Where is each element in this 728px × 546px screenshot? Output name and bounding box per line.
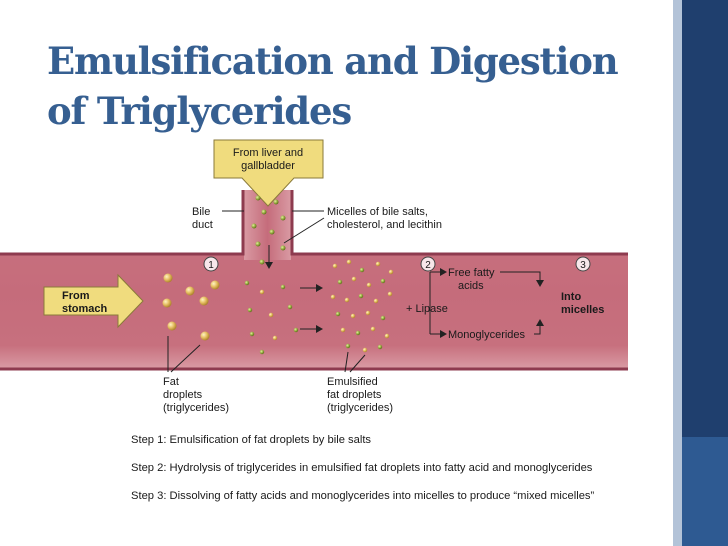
fat-droplet xyxy=(387,291,393,297)
micelle xyxy=(345,343,351,349)
slide-title-line-2: of Triglycerides xyxy=(47,89,352,133)
fat-droplet xyxy=(375,261,381,267)
micelle xyxy=(358,293,364,299)
lipase-label: + Lipase xyxy=(406,303,448,315)
gallbladder-label-line-1: From liver and xyxy=(233,147,303,159)
fat-droplet xyxy=(388,269,394,275)
fat-droplet xyxy=(330,294,336,300)
micelle xyxy=(259,349,265,355)
micelle xyxy=(355,330,361,336)
micelle xyxy=(247,307,253,313)
from-stomach-line-1: From xyxy=(62,290,90,302)
micelle xyxy=(269,229,275,235)
micelle xyxy=(380,315,386,321)
emulsified-line-3: (triglycerides) xyxy=(327,402,393,414)
fat-droplet xyxy=(163,273,173,283)
fat-droplet xyxy=(272,335,278,341)
micelle xyxy=(287,304,293,310)
micelle xyxy=(255,241,261,247)
fat-droplet xyxy=(162,298,172,308)
micelle xyxy=(244,280,250,286)
stomach-arrow-shape xyxy=(43,273,144,329)
to-micelles-path-top xyxy=(500,271,544,287)
fat-droplet xyxy=(350,313,356,319)
fat-droplet xyxy=(362,347,368,353)
intestine-wall-top xyxy=(0,190,628,256)
bile-duct-label-line-1: Bile xyxy=(192,206,210,218)
fat-droplet xyxy=(365,310,371,316)
fat-droplets-line-2: droplets xyxy=(163,389,203,401)
micelle xyxy=(280,284,286,290)
fat-droplet xyxy=(370,326,376,332)
fat-droplet xyxy=(332,263,338,269)
step-3-text: Step 3: Dissolving of fatty acids and mo… xyxy=(131,490,595,502)
micelle xyxy=(261,209,267,215)
step-marker-1: 1 xyxy=(203,256,219,272)
micelle xyxy=(280,215,286,221)
fat-droplet xyxy=(199,296,209,306)
bile-duct-label-line-2: duct xyxy=(192,219,213,231)
emulsified-pointer-b xyxy=(349,354,366,373)
micelle xyxy=(293,327,299,333)
sidebar-accent-light xyxy=(673,0,682,546)
step-2-text: Step 2: Hydrolysis of triglycerides in e… xyxy=(131,462,593,474)
fat-droplet xyxy=(384,333,390,339)
micelle xyxy=(273,199,279,205)
emulsified-pointer-a xyxy=(344,351,349,373)
free-fatty-acids-line-1: Free fatty xyxy=(448,267,495,279)
gallbladder-arrow-shape xyxy=(213,139,324,207)
emulsified-line-1: Emulsified xyxy=(327,376,378,388)
micelle xyxy=(380,278,386,284)
micelles-pointer-b xyxy=(283,217,325,244)
gallbladder-label-line-2: gallbladder xyxy=(241,160,295,172)
to-micelles-path-bottom xyxy=(534,319,544,335)
fat-droplet xyxy=(259,289,265,295)
micelle xyxy=(251,223,257,229)
fat-droplets-group xyxy=(162,273,220,341)
micelle xyxy=(335,311,341,317)
mixed-droplets-group xyxy=(244,280,299,355)
duct-micelles xyxy=(251,195,286,265)
fat-droplet xyxy=(340,327,346,333)
micelle xyxy=(259,259,265,265)
emulsified-droplets-group xyxy=(330,259,394,353)
fat-droplet xyxy=(366,282,372,288)
step-marker-3: 3 xyxy=(575,256,591,272)
fat-droplet xyxy=(210,280,220,290)
step-marker-2-label: 2 xyxy=(425,260,431,271)
from-stomach-line-2: stomach xyxy=(62,303,108,315)
fat-droplet xyxy=(200,331,210,341)
free-fatty-acids-line-2: acids xyxy=(458,280,484,292)
fat-droplets-line-3: (triglycerides) xyxy=(163,402,229,414)
micelles-label-line-1: Micelles of bile salts, xyxy=(327,206,428,218)
emulsified-line-2: fat droplets xyxy=(327,389,382,401)
into-micelles-line-2: micelles xyxy=(561,304,604,316)
step-marker-3-label: 3 xyxy=(580,260,586,271)
micelle xyxy=(337,279,343,285)
fat-droplets-pointer-b xyxy=(170,344,201,373)
micelle xyxy=(249,331,255,337)
sidebar-accent-block xyxy=(682,437,728,546)
fat-droplet xyxy=(167,321,177,331)
fat-droplet xyxy=(185,286,195,296)
micelles-label-line-2: cholesterol, and lecithin xyxy=(327,219,442,231)
fat-droplet xyxy=(346,259,352,265)
slide-title: Emulsification and Digestion of Triglyce… xyxy=(47,36,657,136)
fat-droplet xyxy=(351,276,357,282)
step-marker-2: 2 xyxy=(420,256,436,272)
micelle xyxy=(255,195,261,201)
micelle xyxy=(377,344,383,350)
slide-title-line-1: Emulsification and Digestion xyxy=(47,39,619,83)
into-micelles-line-1: Into xyxy=(561,291,581,303)
step-marker-1-label: 1 xyxy=(208,260,214,271)
fat-droplet xyxy=(344,297,350,303)
monoglycerides-label: Monoglycerides xyxy=(448,329,526,341)
step-1-text: Step 1: Emulsification of fat droplets b… xyxy=(131,434,372,446)
fat-droplets-line-1: Fat xyxy=(163,376,179,388)
micelle xyxy=(359,267,365,273)
fat-droplet xyxy=(268,312,274,318)
fat-droplet xyxy=(373,298,379,304)
micelle xyxy=(280,245,286,251)
